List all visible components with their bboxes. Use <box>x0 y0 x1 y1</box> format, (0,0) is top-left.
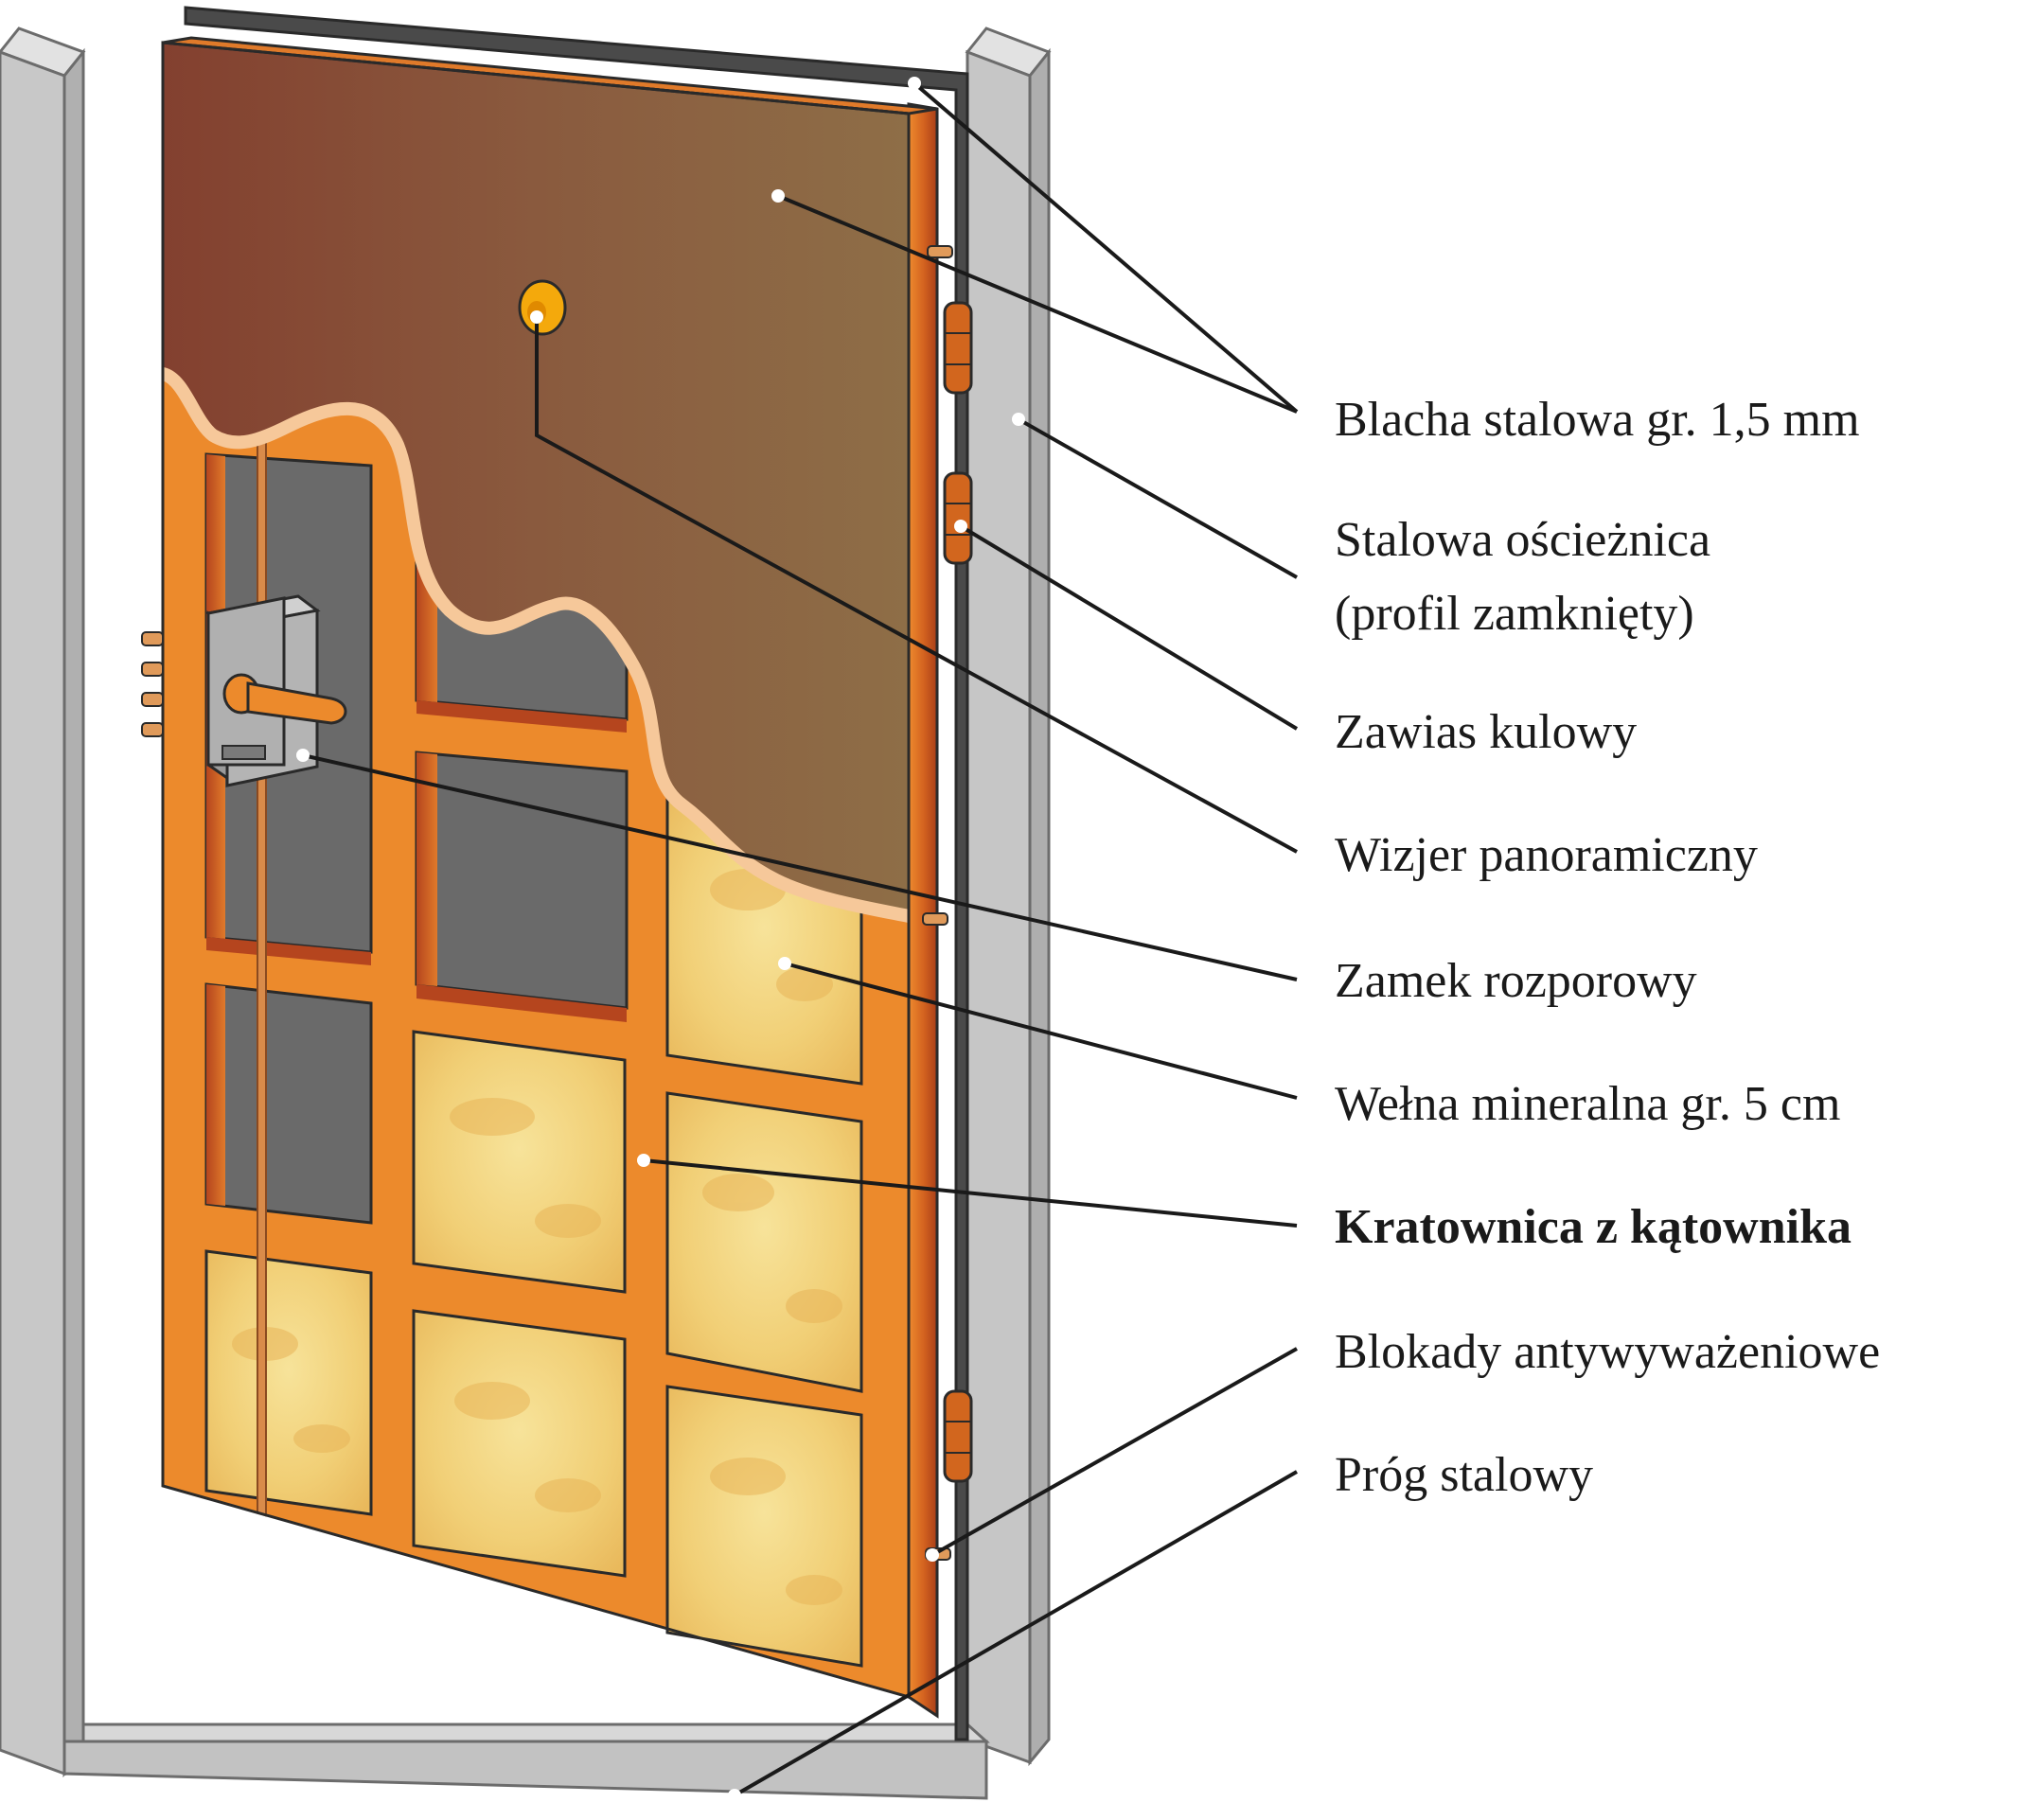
wool-panel <box>204 1249 373 1516</box>
leader-dots <box>296 77 1025 1802</box>
leader-dot <box>926 1548 939 1562</box>
wool-panel <box>665 1091 863 1393</box>
ball-hinges <box>943 301 973 1483</box>
leader-dot <box>771 189 785 203</box>
frame-left-post-side <box>62 47 85 1778</box>
door-edge <box>907 102 939 1719</box>
label-oscieznica-line1: Stalowa ościeżnica <box>1335 513 1710 567</box>
label-zawias: Zawias kulowy <box>1335 705 1637 759</box>
leader-wizjer <box>535 317 1298 854</box>
label-blokady: Blokady antywyważeniowe <box>1335 1325 1880 1379</box>
label-welna: Wełna mineralna gr. 5 cm <box>1335 1077 1840 1131</box>
door-leaf <box>141 36 973 1719</box>
label-prog: Próg stalowy <box>1335 1448 1593 1502</box>
leader-dot <box>1012 413 1025 426</box>
leader-blacha-b <box>777 194 1298 414</box>
leader-dot <box>778 957 791 970</box>
peephole <box>518 279 567 336</box>
labels: Blacha stalowa gr. 1,5 mm Stalowa oścież… <box>1335 393 1880 1502</box>
frame-left-post-front <box>0 50 66 1776</box>
label-wizjer: Wizjer panoramiczny <box>1335 828 1758 882</box>
leader-dot <box>908 77 921 90</box>
hinge <box>943 301 973 395</box>
leader-kratownica <box>643 1158 1298 1228</box>
leader-dot <box>530 310 543 324</box>
leader-dot <box>637 1154 650 1167</box>
leader-blokady <box>931 1347 1298 1557</box>
label-zamek: Zamek rozporowy <box>1335 954 1697 1008</box>
leader-zamek <box>302 753 1298 981</box>
hinge <box>943 1389 973 1483</box>
leader-oscieznica <box>1018 417 1298 579</box>
steel-sheet-cut-edge <box>163 367 911 923</box>
lock-box <box>204 594 347 787</box>
hinge <box>943 471 973 565</box>
leader-dot <box>296 749 310 762</box>
leader-prog <box>734 1470 1298 1797</box>
lock-bolts <box>141 631 164 737</box>
leader-lines <box>302 81 1299 1797</box>
wool-panel <box>412 1309 627 1578</box>
leader-dot <box>728 1789 741 1802</box>
leader-welna <box>784 962 1298 1100</box>
frame-rebate <box>184 6 969 1741</box>
frame-threshold-front <box>62 1740 988 1800</box>
leader-blacha-a <box>913 81 1299 414</box>
leader-dot <box>954 520 967 533</box>
label-oscieznica-line2: (profil zamknięty) <box>1335 587 1694 641</box>
leader-zawias <box>959 524 1299 731</box>
label-blacha: Blacha stalowa gr. 1,5 mm <box>1335 393 1860 447</box>
wool-panel <box>412 1030 627 1294</box>
label-kratownica: Kratownica z kątownika <box>1335 1200 1852 1254</box>
wool-panel <box>665 1385 863 1668</box>
